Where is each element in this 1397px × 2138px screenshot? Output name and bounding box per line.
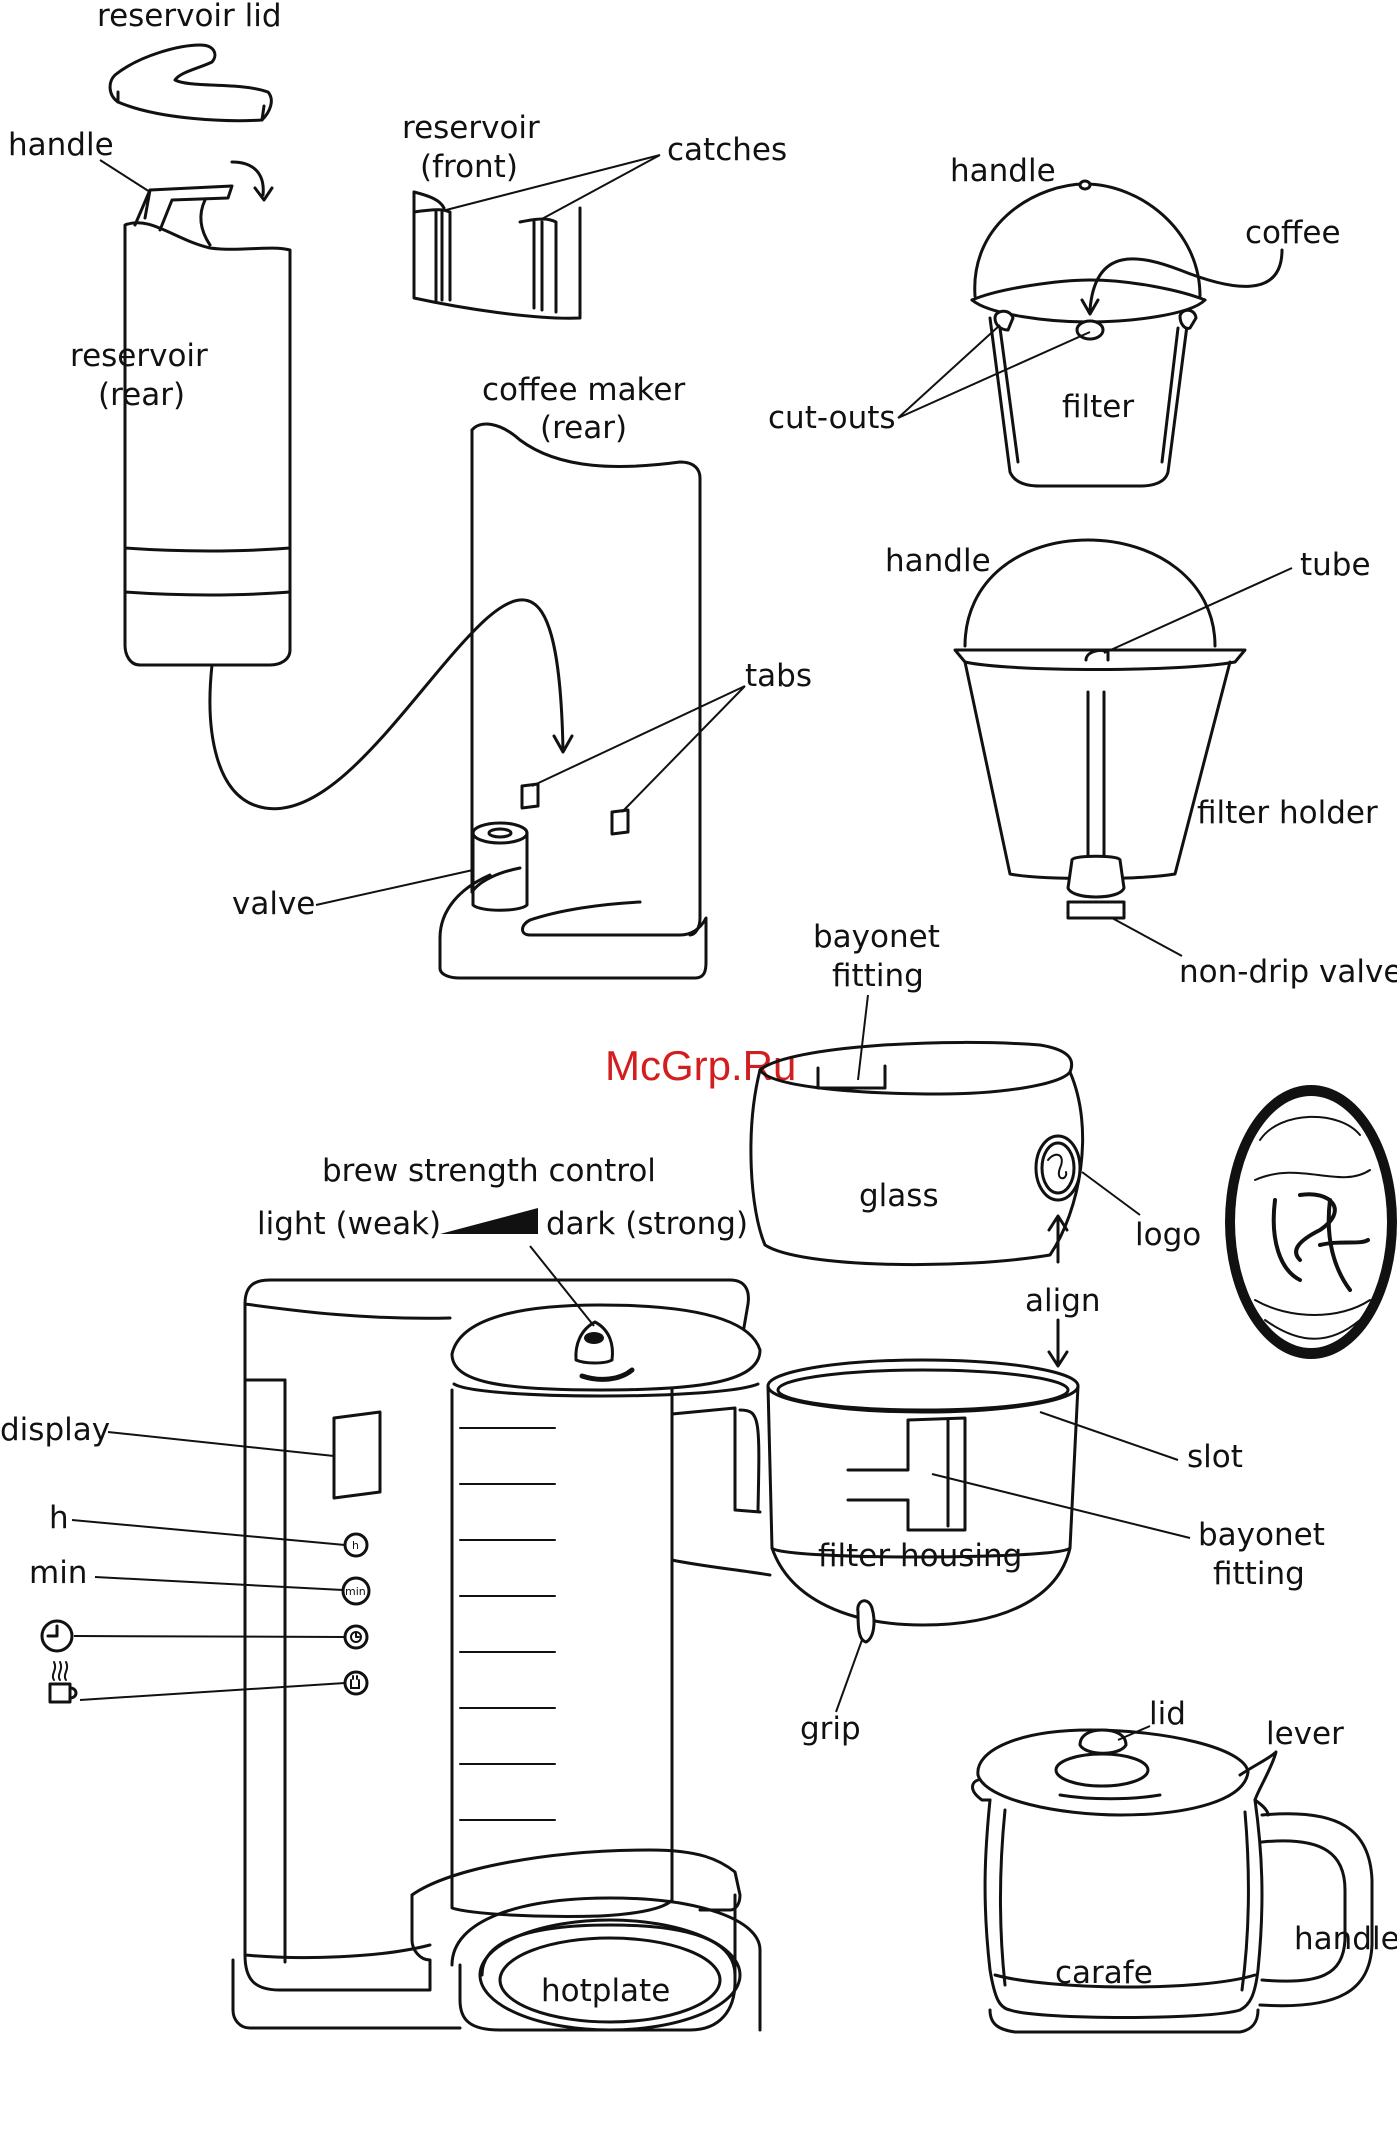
cut-outs-leaders <box>897 324 1091 419</box>
display-label: display <box>0 1412 110 1448</box>
reservoir-handle-leader <box>99 159 151 193</box>
slot-leader <box>1039 1411 1179 1461</box>
clock-icon <box>40 1619 74 1653</box>
glass-label: glass <box>859 1178 939 1214</box>
grip-leader <box>835 1639 863 1713</box>
filter-housing-drawing <box>766 1358 1080 1644</box>
filter-drawing <box>970 179 1284 488</box>
carafe-label: carafe <box>1055 1955 1153 1991</box>
brew-strength-leader <box>529 1245 595 1327</box>
steaming-cup-icon <box>48 1661 78 1704</box>
filter-label: filter <box>1062 389 1134 425</box>
main-coffee-maker-drawing <box>231 1278 772 2032</box>
slot-label: slot <box>1187 1439 1243 1475</box>
keep-warm-button[interactable] <box>343 1670 369 1696</box>
display-leader <box>107 1431 335 1457</box>
non-drip-valve-label: non-drip valve <box>1179 954 1397 990</box>
tabs-label: tabs <box>745 658 812 694</box>
reservoir-rear-drawing <box>123 160 574 811</box>
logo-label: logo <box>1135 1217 1201 1253</box>
dark-strong-label: dark (strong) <box>546 1206 748 1242</box>
reservoir-front-drawing <box>412 190 582 320</box>
lid-label: lid <box>1149 1696 1186 1732</box>
reservoir-rear-label-1: reservoir <box>70 338 208 374</box>
bayonet-fitting-top-leader <box>857 994 869 1081</box>
cut-outs-label: cut-outs <box>768 400 896 436</box>
reservoir-lid-drawing <box>108 43 273 123</box>
reservoir-front-label-1: reservoir <box>402 110 540 146</box>
filter-handle-label: handle <box>950 153 1056 189</box>
align-arrow <box>1047 1214 1069 1368</box>
filter-holder-drawing <box>953 538 1247 920</box>
strength-wedge-icon <box>440 1208 538 1234</box>
valve-label: valve <box>232 886 315 922</box>
bayonet-fitting-top-label-1: bayonet <box>813 919 940 955</box>
tube-leader <box>1103 567 1293 654</box>
non-drip-valve-leader <box>1111 917 1183 957</box>
h-button-glyph: h <box>352 1539 359 1552</box>
h-leader <box>71 1519 346 1546</box>
clock-leader <box>73 1635 346 1638</box>
catches-label: catches <box>667 132 787 168</box>
logo-leader <box>1081 1171 1141 1216</box>
coffee-maker-rear-label-1: coffee maker <box>482 372 685 408</box>
lid-leader <box>1117 1725 1151 1741</box>
reservoir-rear-label-2: (rear) <box>98 377 185 413</box>
h-button[interactable]: h <box>343 1532 369 1558</box>
reservoir-lid-label: reservoir lid <box>97 0 282 34</box>
light-weak-label: light (weak) <box>257 1206 441 1242</box>
carafe-handle-label: handle <box>1294 1921 1397 1957</box>
glass-drawing <box>749 1040 1085 1267</box>
bayonet-fitting-right-label-1: bayonet <box>1198 1517 1325 1553</box>
tabs-leaders <box>531 685 746 813</box>
align-label: align <box>1025 1283 1101 1319</box>
reservoir-front-label-2: (front) <box>420 149 518 185</box>
bayonet-fitting-right-leader <box>931 1473 1191 1539</box>
min-leader <box>94 1576 344 1591</box>
grip-label: grip <box>800 1711 861 1747</box>
min-button[interactable]: min <box>341 1576 371 1606</box>
tube-label: tube <box>1300 547 1371 583</box>
bayonet-fitting-right-label-2: fitting <box>1213 1556 1305 1592</box>
min-label: min <box>29 1555 87 1591</box>
coffee-maker-rear-label-2: (rear) <box>540 410 627 446</box>
logo-monogram <box>1225 1085 1397 1359</box>
keep-warm-leader <box>79 1682 346 1701</box>
coffee-maker-rear-drawing <box>438 422 708 980</box>
filter-holder-label: filter holder <box>1197 795 1378 831</box>
clock-button[interactable] <box>343 1624 369 1650</box>
holder-handle-label: handle <box>885 543 991 579</box>
filter-housing-label: filter housing <box>818 1538 1022 1574</box>
brew-strength-control-label: brew strength control <box>322 1153 656 1189</box>
carafe-drawing <box>971 1728 1374 2034</box>
hotplate-label: hotplate <box>541 1973 670 2009</box>
bayonet-fitting-top-label-2: fitting <box>832 958 924 994</box>
coffee-label: coffee <box>1245 215 1341 251</box>
valve-leader <box>315 869 474 906</box>
min-button-glyph: min <box>345 1585 366 1598</box>
h-label: h <box>49 1500 69 1536</box>
reservoir-handle-label: handle <box>8 127 114 163</box>
lever-label: lever <box>1266 1716 1344 1752</box>
catches-leaders <box>445 154 661 221</box>
